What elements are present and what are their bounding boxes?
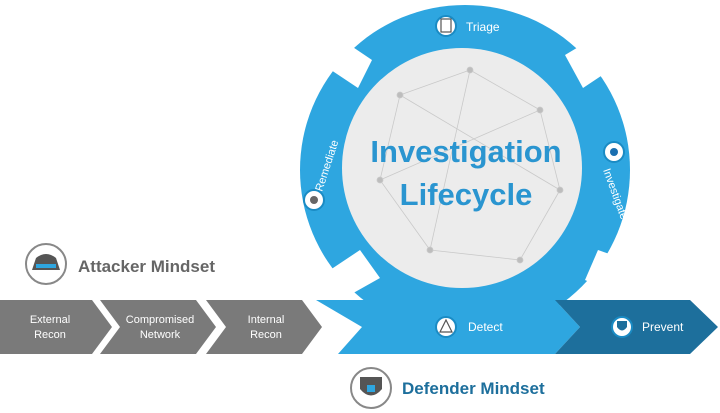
step-external-recon-line1: External <box>30 314 70 326</box>
step-compromised-network-line2: Network <box>140 329 181 341</box>
step-internal-recon-line2: Recon <box>250 329 282 341</box>
prevent-band <box>555 300 718 354</box>
detect-label: Detect <box>468 320 503 334</box>
hat-icon-band <box>36 264 56 268</box>
step-compromised-network <box>100 300 216 354</box>
attacker-title: Attacker Mindset <box>78 257 215 276</box>
ring-gap-top-right <box>565 40 610 88</box>
step-compromised-network-line1: Compromised <box>126 314 194 326</box>
ring-gap-right <box>585 250 632 295</box>
alert-icon-triangle <box>439 318 453 333</box>
ring-gap-top-left <box>322 35 372 88</box>
step-external-recon-line2: Recon <box>34 329 66 341</box>
center-circle <box>342 48 582 288</box>
triage-label: Triage <box>466 20 500 34</box>
clipboard-icon-inner <box>440 18 452 33</box>
step-internal-recon <box>206 300 322 354</box>
network-pattern <box>376 66 564 264</box>
defender-title: Defender Mindset <box>402 379 545 398</box>
magnify-bug-icon-dot <box>610 148 618 156</box>
shield-icon-inner <box>617 321 627 331</box>
step-internal-recon-line1: Internal <box>248 314 285 326</box>
center-title-line1: Investigation <box>370 134 561 169</box>
ring-gap-bottom-left <box>330 250 380 296</box>
step-external-recon <box>0 300 112 354</box>
shield-lock-icon-lock <box>367 385 375 392</box>
center-title-line2: Lifecycle <box>400 177 533 212</box>
prevent-label: Prevent <box>642 320 684 334</box>
wrench-icon-gear <box>310 196 318 204</box>
